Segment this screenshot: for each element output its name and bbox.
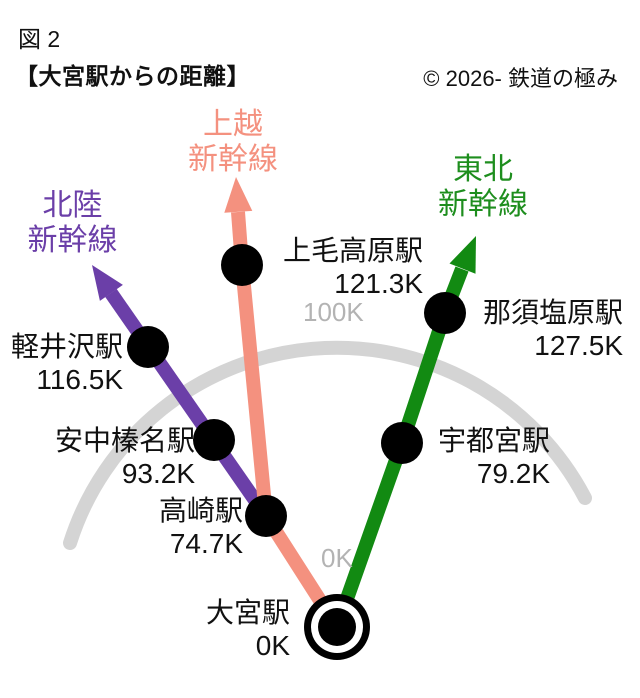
station-name: 宇都宮駅 (438, 425, 551, 456)
hokuriku-arrowhead-icon (92, 265, 123, 301)
station-dot-annakaharuna (193, 419, 235, 461)
line-label-hokuriku: 北陸 新幹線 (0, 189, 145, 259)
station-label-karuizawa: 軽井沢駅 116.5K (11, 330, 123, 396)
station-label-takasaki: 高崎駅 74.7K (159, 494, 243, 560)
station-distance: 93.2K (121, 458, 195, 490)
line-name-line2: 新幹線 (27, 223, 118, 257)
figure-number: 図 2 (18, 26, 61, 52)
figure-title: 【大宮駅からの距離】 (15, 63, 250, 89)
station-distance: 127.5K (534, 330, 623, 362)
station-name: 大宮駅 (206, 597, 291, 628)
station-label-annakaharuna: 安中榛名駅 93.2K (55, 424, 195, 490)
line-name-line2: 新幹線 (438, 187, 528, 221)
tohoku-line (330, 266, 469, 630)
line-name-line1: 北陸 (42, 189, 103, 222)
station-label-nasushiobara: 那須塩原駅 127.5K (483, 296, 623, 362)
station-dot-karuizawa (127, 326, 169, 368)
station-distance: 121.3K (334, 268, 423, 300)
station-name: 高崎駅 (159, 495, 244, 526)
station-label-jomokogen: 上毛高原駅 121.3K (283, 234, 423, 300)
station-dot-jomokogen (221, 244, 263, 286)
tohoku-arrowhead-icon (449, 236, 476, 274)
station-distance: 79.2K (476, 458, 550, 490)
line-label-joetsu: 上越 新幹線 (158, 108, 308, 178)
station-name: 那須塩原駅 (483, 297, 624, 328)
line-label-tohoku: 東北 新幹線 (408, 153, 558, 223)
omiya-marker-inner-dot (318, 608, 356, 646)
copyright-text: © 2026- 鉄道の極み (423, 66, 618, 91)
station-name: 安中榛名駅 (55, 425, 196, 456)
station-name: 軽井沢駅 (11, 331, 124, 362)
station-distance: 74.7K (169, 528, 243, 560)
station-distance: 0K (255, 630, 290, 662)
joetsu-arrowhead-icon (224, 177, 253, 213)
station-label-utsunomiya: 宇都宮駅 79.2K (438, 424, 550, 490)
station-dot-nasushiobara (424, 292, 466, 334)
joetsu-line (231, 211, 343, 631)
station-label-omiya: 大宮駅 0K (206, 596, 290, 662)
line-name-line1: 上越 (203, 108, 263, 141)
station-name: 上毛高原駅 (283, 235, 424, 266)
station-dot-takasaki (245, 495, 287, 537)
line-name-line1: 東北 (453, 153, 513, 186)
station-dot-utsunomiya (381, 422, 423, 464)
ring-label-100k: 100K (303, 297, 364, 327)
ring-label-0k: 0K (321, 543, 353, 573)
distance-ring-100k-arc (63, 340, 592, 550)
line-name-line2: 新幹線 (188, 142, 278, 176)
station-distance: 116.5K (36, 364, 123, 396)
